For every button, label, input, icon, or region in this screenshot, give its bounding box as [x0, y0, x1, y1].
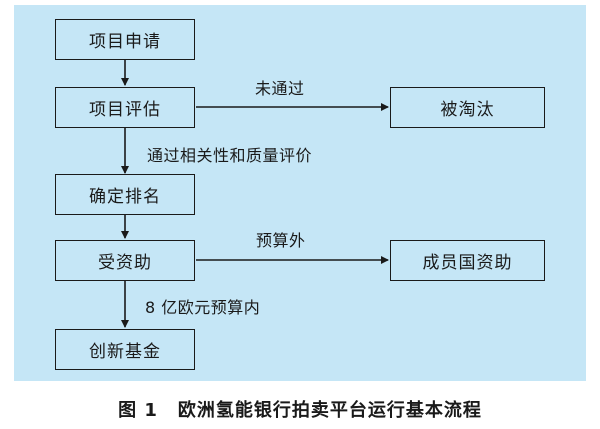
- figure-caption: 图 1 欧洲氢能银行拍卖平台运行基本流程: [0, 396, 600, 422]
- node-project-application: 项目申请: [55, 19, 195, 60]
- node-member-state-funding: 成员国资助: [390, 240, 545, 281]
- edge-label-within-budget: 8 亿欧元预算内: [145, 298, 261, 317]
- figure-title: 欧洲氢能银行拍卖平台运行基本流程: [177, 400, 482, 421]
- edge-label-not-passed: 未通过: [255, 79, 305, 98]
- edge-label-over-budget: 预算外: [256, 231, 306, 250]
- diagram-background: [14, 5, 586, 381]
- edge-label-passed-evaluation: 通过相关性和质量评价: [147, 146, 313, 165]
- node-determine-ranking: 确定排名: [55, 174, 195, 215]
- figure-number: 图 1: [118, 400, 158, 421]
- node-project-evaluation: 项目评估: [55, 87, 195, 128]
- node-funded: 受资助: [55, 240, 195, 281]
- node-eliminated: 被淘汰: [390, 87, 545, 128]
- node-innovation-fund: 创新基金: [55, 329, 195, 370]
